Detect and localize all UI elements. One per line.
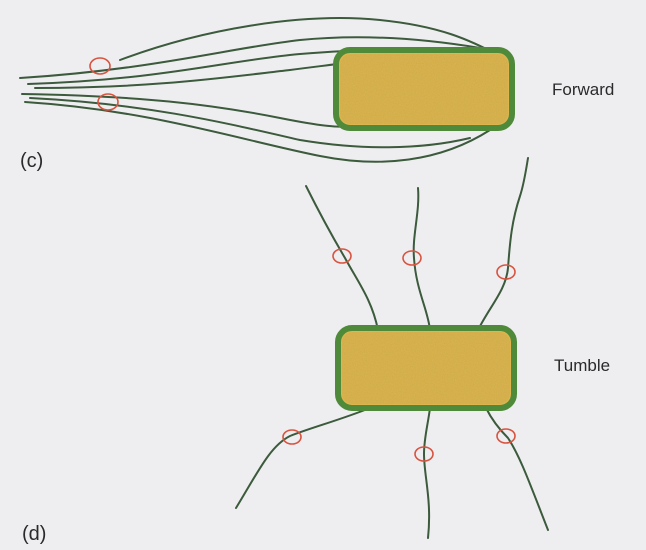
tumble-mode-label: Tumble	[554, 356, 610, 376]
panel-label-c: (c)	[20, 150, 43, 173]
flagellum-bottom-middle	[424, 408, 430, 538]
forward-mode-label: Forward	[552, 80, 614, 100]
cell-texture	[342, 332, 510, 404]
flagellum-bottom-left	[236, 408, 370, 508]
flagellum-top-middle	[414, 188, 430, 330]
flagellum-top-right	[478, 158, 528, 330]
flagellum	[22, 94, 352, 127]
tumble-cell	[338, 328, 514, 408]
flagellum-bottom-right	[486, 408, 548, 530]
flagellum-top-left	[306, 186, 378, 330]
forward-panel	[20, 18, 512, 162]
motor-ring	[403, 251, 421, 265]
panel-label-d: (d)	[22, 523, 46, 546]
cell-texture	[340, 54, 508, 124]
tumble-panel	[236, 158, 548, 538]
forward-cell	[336, 50, 512, 128]
motor-ring	[283, 430, 301, 444]
flagellum	[35, 62, 350, 88]
